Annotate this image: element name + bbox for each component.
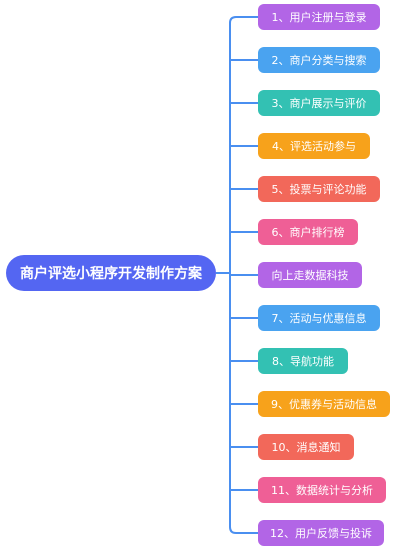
root-node[interactable]: 商户评选小程序开发制作方案 (6, 255, 216, 291)
branch-node-9[interactable]: 9、优惠券与活动信息 (258, 391, 390, 417)
branch-node-4[interactable]: 4、评选活动参与 (258, 133, 370, 159)
branch-node-5[interactable]: 5、投票与评论功能 (258, 176, 380, 202)
branch-node-12[interactable]: 12、用户反馈与投诉 (258, 520, 384, 546)
branch-node-watermark[interactable]: 向上走数据科技 (258, 262, 362, 288)
branch-node-1[interactable]: 1、用户注册与登录 (258, 4, 380, 30)
branch-node-8[interactable]: 8、导航功能 (258, 348, 348, 374)
branch-node-6[interactable]: 6、商户排行榜 (258, 219, 358, 245)
branch-node-7[interactable]: 7、活动与优惠信息 (258, 305, 380, 331)
branch-node-10[interactable]: 10、消息通知 (258, 434, 354, 460)
branch-node-2[interactable]: 2、商户分类与搜索 (258, 47, 380, 73)
branch-node-3[interactable]: 3、商户展示与评价 (258, 90, 380, 116)
branch-node-11[interactable]: 11、数据统计与分析 (258, 477, 386, 503)
